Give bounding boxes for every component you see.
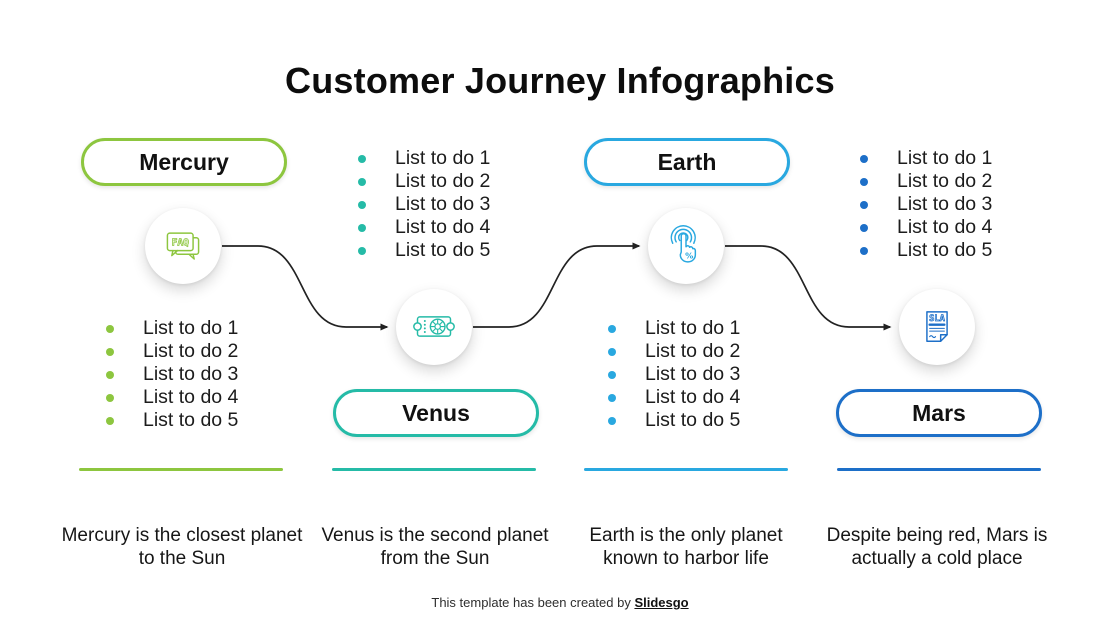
list-item-label: List to do 2 [395,170,491,192]
list-item: List to do 5 [358,239,490,262]
list-item: List to do 3 [358,193,490,216]
stage-label: Earth [657,148,717,175]
ticket-wheel-icon [413,316,455,337]
stage-pill-venus: Venus [333,389,539,437]
bullet-dot [860,200,868,209]
stage-description-venus: Venus is the second planet from the Sun [321,525,549,569]
bullet-dot [608,347,616,356]
list-item: List to do 5 [106,409,238,432]
stage-pill-earth: Earth [584,138,790,186]
list-item: List to do 5 [860,239,992,262]
svg-text:%: % [685,250,693,260]
list-item: List to do 4 [860,216,992,239]
sla-document-icon: SLA [926,311,948,342]
list-item: List to do 2 [860,170,992,193]
bullet-dot [608,324,616,333]
list-item-label: List to do 5 [897,239,993,261]
todo-list-mercury: List to do 1 List to do 2 List to do 3 L… [106,317,238,432]
stage-label: Mercury [139,148,229,175]
bullet-dot [358,200,366,209]
attribution-text: This template has been created by [431,595,635,610]
list-item: List to do 4 [608,386,740,409]
list-item-label: List to do 3 [897,193,993,215]
list-item-label: List to do 3 [645,363,741,385]
accent-divider-mars [837,468,1041,471]
connector-venus-to-earth [473,242,641,328]
page-title: Customer Journey Infographics [285,60,835,101]
accent-divider-mercury [79,468,283,471]
touch-percent-icon: % [670,225,697,263]
list-item: List to do 4 [358,216,490,239]
stage-label: Venus [402,399,470,426]
accent-divider-earth [584,468,788,471]
bullet-dot [106,347,114,356]
bullet-dot [860,154,868,163]
list-item-label: List to do 1 [897,147,993,169]
stage-description-earth: Earth is the only planet known to harbor… [589,525,783,569]
svg-text:FAQ: FAQ [172,238,190,249]
bullet-dot [608,370,616,379]
list-item-label: List to do 3 [143,363,239,385]
bullet-dot [860,246,868,255]
stage-icon-circle-mercury: FAQ [145,208,221,284]
list-item: List to do 1 [358,147,490,170]
list-item-label: List to do 2 [897,170,993,192]
list-item-label: List to do 5 [143,409,239,431]
bullet-dot [860,177,868,186]
list-item-label: List to do 4 [395,216,491,238]
accent-divider-venus [332,468,536,471]
svg-text:SLA: SLA [929,314,945,324]
bullet-dot [358,177,366,186]
bullet-dot [106,393,114,402]
bullet-dot [106,370,114,379]
list-item-label: List to do 1 [395,147,491,169]
todo-list-venus: List to do 1 List to do 2 List to do 3 L… [358,147,490,262]
list-item-label: List to do 2 [143,340,239,362]
list-item-label: List to do 4 [645,386,741,408]
faq-speech-bubbles-icon: FAQ [166,232,200,260]
list-item: List to do 3 [106,363,238,386]
stage-icon-circle-venus [396,289,472,365]
stage-pill-mercury: Mercury [81,138,287,186]
bullet-dot [860,223,868,232]
bullet-dot [358,223,366,232]
slidesgo-brand-link[interactable]: Slidesgo [634,595,689,610]
list-item: List to do 2 [106,340,238,363]
list-item-label: List to do 3 [395,193,491,215]
list-item: List to do 2 [358,170,490,193]
list-item-label: List to do 1 [645,317,741,339]
list-item-label: List to do 4 [897,216,993,238]
bullet-dot [608,416,616,425]
list-item: List to do 1 [860,147,992,170]
attribution-footer: This template has been created by Slides… [0,595,1120,610]
stage-icon-circle-mars: SLA [899,289,975,365]
bullet-dot [358,154,366,163]
todo-list-mars: List to do 1 List to do 2 List to do 3 L… [860,147,992,262]
stage-icon-circle-earth: % [648,208,724,284]
list-item: List to do 2 [608,340,740,363]
bullet-dot [106,324,114,333]
stage-label: Mars [912,399,966,426]
bullet-dot [106,416,114,425]
list-item-label: List to do 4 [143,386,239,408]
stage-description-mercury: Mercury is the closest planet to the Sun [61,525,303,569]
list-item: List to do 4 [106,386,238,409]
list-item: List to do 3 [860,193,992,216]
list-item: List to do 5 [608,409,740,432]
list-item-label: List to do 5 [395,239,491,261]
stage-pill-mars: Mars [836,389,1042,437]
list-item-label: List to do 5 [645,409,741,431]
bullet-dot [358,246,366,255]
list-item: List to do 1 [608,317,740,340]
todo-list-earth: List to do 1 List to do 2 List to do 3 L… [608,317,740,432]
list-item-label: List to do 1 [143,317,239,339]
list-item: List to do 3 [608,363,740,386]
list-item-label: List to do 2 [645,340,741,362]
bullet-dot [608,393,616,402]
list-item: List to do 1 [106,317,238,340]
stage-description-mars: Despite being red, Mars is actually a co… [826,525,1048,569]
